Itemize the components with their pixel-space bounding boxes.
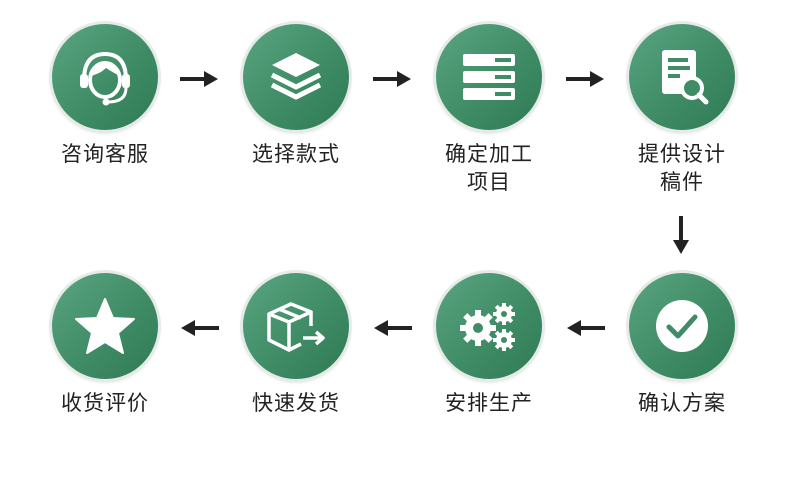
step-confirm-items: 确定加工 项目 bbox=[409, 24, 569, 196]
step-label: 安排生产 bbox=[445, 391, 533, 415]
document-search-icon bbox=[662, 50, 709, 105]
headset-icon bbox=[80, 51, 130, 106]
step-label-line2: 项目 bbox=[467, 170, 511, 194]
arrow-left-icon bbox=[374, 320, 412, 336]
step-label-line1: 确定加工 bbox=[445, 142, 533, 166]
step-select-style: 选择款式 bbox=[216, 24, 376, 168]
step-label: 咨询客服 bbox=[61, 142, 149, 166]
arrow-right-icon bbox=[373, 71, 411, 87]
arrow-down-icon bbox=[673, 216, 689, 254]
step-shipping: 快速发货 bbox=[216, 273, 376, 417]
step-circle bbox=[629, 273, 735, 379]
step-label: 提供设计 稿件 bbox=[602, 140, 762, 196]
step-consult: 咨询客服 bbox=[25, 24, 185, 168]
list-icon bbox=[463, 54, 515, 100]
arrow-right-icon bbox=[566, 71, 604, 87]
step-label: 确认方案 bbox=[638, 391, 726, 415]
step-label-line2: 稿件 bbox=[660, 170, 704, 194]
step-circle bbox=[436, 273, 542, 379]
star-icon bbox=[75, 298, 135, 354]
step-label: 选择款式 bbox=[252, 142, 340, 166]
step-label: 确定加工 项目 bbox=[409, 140, 569, 196]
step-review: 收货评价 bbox=[25, 273, 185, 417]
step-circle bbox=[243, 24, 349, 130]
check-circle-icon bbox=[656, 300, 708, 352]
box-arrow-icon bbox=[267, 302, 325, 352]
step-label: 收货评价 bbox=[61, 391, 149, 415]
step-circle bbox=[629, 24, 735, 130]
step-circle bbox=[436, 24, 542, 130]
step-label: 快速发货 bbox=[252, 391, 340, 415]
gears-icon bbox=[460, 303, 515, 351]
step-label-line1: 提供设计 bbox=[638, 142, 726, 166]
step-confirm-plan: 确认方案 bbox=[602, 273, 762, 417]
step-circle bbox=[243, 273, 349, 379]
arrow-left-icon bbox=[567, 320, 605, 336]
step-circle bbox=[52, 273, 158, 379]
arrow-left-icon bbox=[181, 320, 219, 336]
step-circle bbox=[52, 24, 158, 130]
step-provide-design: 提供设计 稿件 bbox=[602, 24, 762, 196]
layers-icon bbox=[270, 53, 322, 100]
step-production: 安排生产 bbox=[409, 273, 569, 417]
arrow-right-icon bbox=[180, 71, 218, 87]
